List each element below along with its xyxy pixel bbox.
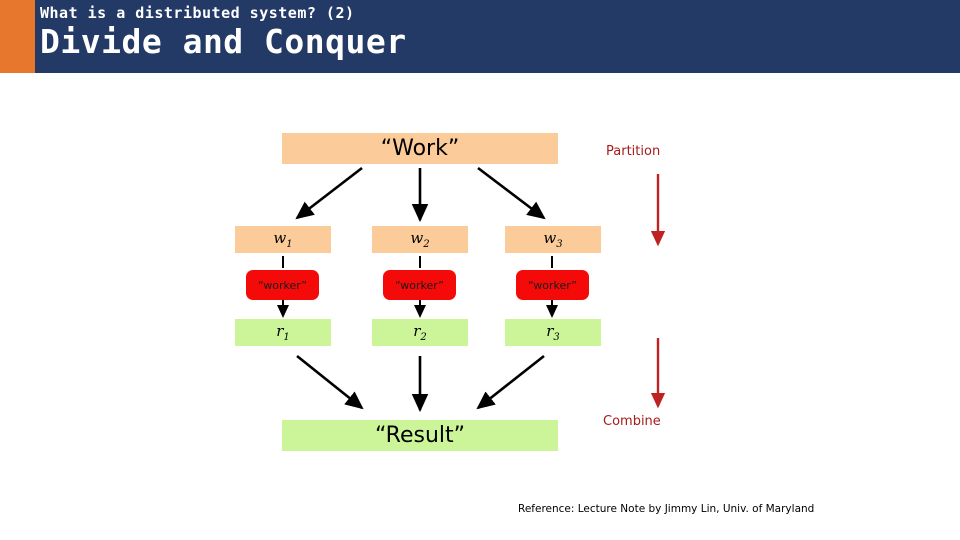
result-var-r1: r [276, 322, 284, 340]
reference-note: Reference: Lecture Note by Jimmy Lin, Un… [518, 503, 815, 515]
worker-box-2: “worker” [383, 270, 456, 300]
result-var-r3: r [546, 322, 554, 340]
worker-output-arrows [277, 300, 558, 318]
header-accent-bar [0, 0, 35, 73]
header-band [0, 0, 960, 73]
result-box-label: “Result” [374, 423, 466, 448]
result-box-r3: r3 [505, 319, 601, 346]
partition-sub-w1: 1 [286, 239, 293, 250]
result-label-r2: r2 [413, 322, 427, 343]
result-box: “Result” [282, 420, 558, 451]
partition-annotation: Partition [606, 144, 661, 159]
partition-label-w1: w1 [273, 229, 292, 250]
result-sub-r1: 1 [283, 332, 290, 343]
partition-var-w3: w [543, 229, 557, 247]
worker-label-1: “worker” [258, 278, 307, 292]
partition-box-w3: w3 [505, 226, 601, 253]
partition-label-w2: w2 [410, 229, 429, 250]
result-sub-r2: 2 [420, 332, 427, 343]
divide-arrows [295, 166, 546, 223]
partition-box-w2: w2 [372, 226, 468, 253]
partition-sub-w2: 2 [423, 239, 430, 250]
slide-kicker: What is a distributed system? (2) [40, 4, 355, 22]
result-label-r3: r3 [546, 322, 560, 343]
slide-title: Divide and Conquer [40, 22, 407, 61]
result-sub-r3: 3 [553, 332, 560, 343]
result-label-r1: r1 [276, 322, 290, 343]
partition-box-w1: w1 [235, 226, 331, 253]
worker-label-2: “worker” [395, 278, 444, 292]
partition-label-w3: w3 [543, 229, 562, 250]
partition-var-w1: w [273, 229, 287, 247]
result-var-r2: r [413, 322, 421, 340]
worker-box-1: “worker” [246, 270, 319, 300]
result-box-r2: r2 [372, 319, 468, 346]
worker-box-3: “worker” [516, 270, 589, 300]
worker-label-3: “worker” [528, 278, 577, 292]
combine-arrows [296, 354, 545, 413]
worker-input-connectors [282, 256, 553, 268]
result-box-r1: r1 [235, 319, 331, 346]
partition-var-w2: w [410, 229, 424, 247]
combine-annotation: Combine [603, 414, 661, 429]
work-box-label: “Work” [380, 136, 460, 161]
partition-sub-w3: 3 [556, 239, 563, 250]
work-box: “Work” [282, 133, 558, 164]
